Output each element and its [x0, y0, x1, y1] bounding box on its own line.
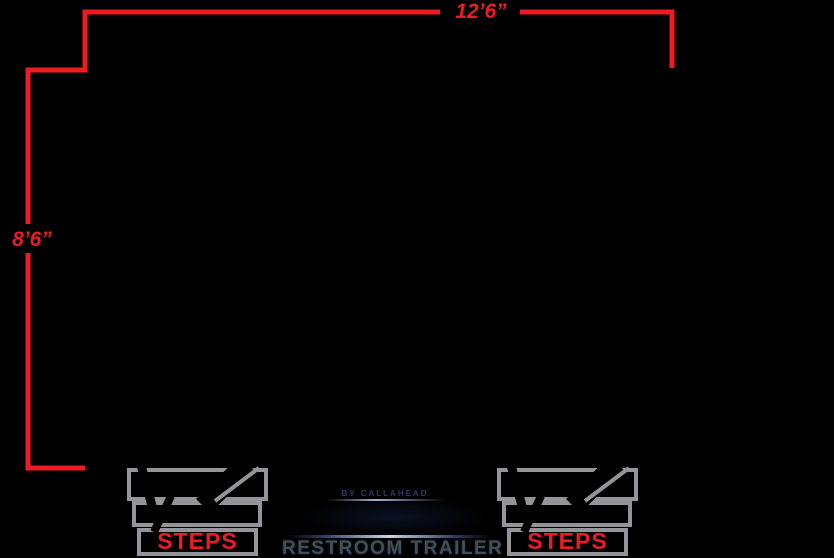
callahead-logo-glow — [298, 497, 490, 537]
right-steps-label: STEPS — [527, 528, 608, 554]
height-dimension-label: 8’6” — [12, 228, 52, 251]
brand-byline: BY CALLAHEAD — [341, 489, 429, 498]
brand-byline-underline — [327, 499, 444, 501]
width-dimension-label: 12’6” — [455, 0, 507, 23]
trailer-title-topline — [288, 535, 490, 538]
width-dimension-line-right — [520, 9, 675, 68]
height-dimension-line — [25, 253, 85, 471]
width-dimension-line-left — [25, 9, 440, 224]
trailer-title: RESTROOM TRAILER — [282, 538, 504, 558]
left-steps-label: STEPS — [157, 528, 238, 554]
